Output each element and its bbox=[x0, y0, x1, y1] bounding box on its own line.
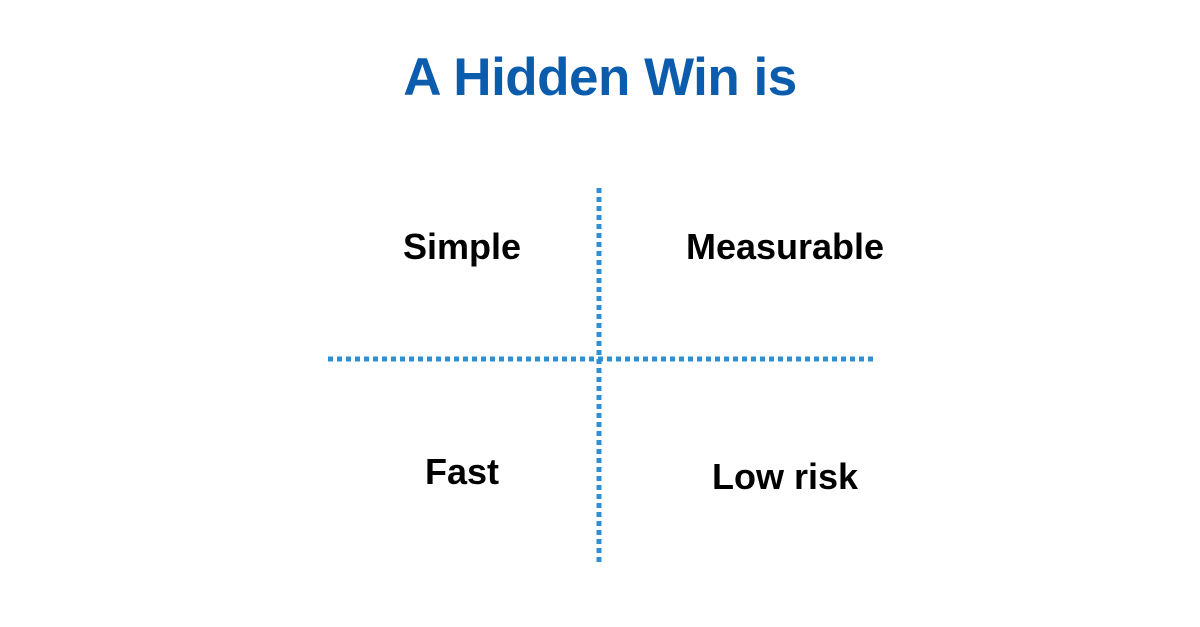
quadrant-label-fast: Fast bbox=[424, 451, 500, 492]
quadrant-label-measurable: Measurable bbox=[685, 226, 885, 267]
quadrant-label-low-risk: Low risk bbox=[711, 456, 859, 497]
diagram-title: A Hidden Win is bbox=[403, 48, 797, 107]
quadrant-label-simple: Simple bbox=[402, 226, 522, 267]
